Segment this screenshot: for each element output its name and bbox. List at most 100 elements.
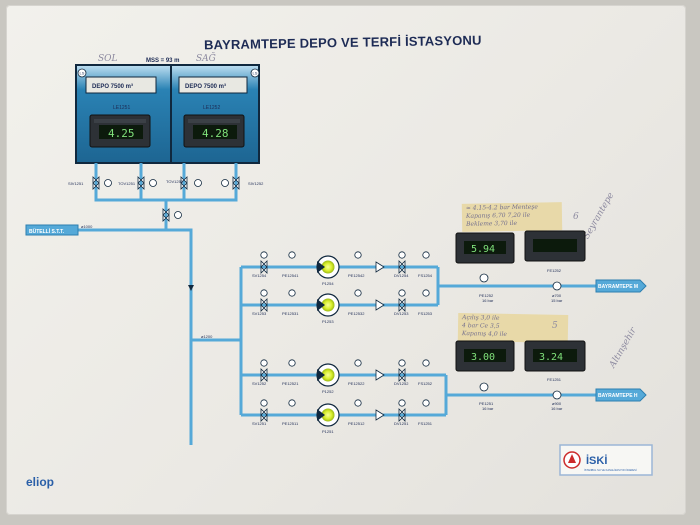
outlet-upper-flow: FE1252 (547, 268, 562, 273)
display-lower-right-value: 3.24 (539, 352, 563, 363)
outlet-upper-flow-bar: 15 bar (551, 298, 563, 303)
flow-switch-icon (422, 399, 430, 407)
outlet-lower-label: BAYRAMTEPE H (598, 393, 638, 399)
pe-in-label: PE12531 (282, 311, 299, 316)
tank-left-sensor: LE1251 (113, 105, 130, 111)
valve-icon (137, 176, 145, 190)
fs-label: FS1252 (418, 381, 433, 386)
pump-direction-icon (317, 299, 325, 311)
tank-left: DEPO 7500 m³ LE1251 (75, 64, 172, 164)
main-pipe-diameter: ø1200 (201, 334, 213, 339)
pressure-gauge-icon (479, 273, 489, 283)
pump-direction-icon (317, 409, 325, 421)
outlet-lower-flow: FE1251 (547, 377, 562, 382)
inlet-label-box (25, 224, 79, 236)
display-upper-left: 5.94 (455, 232, 515, 264)
tank-right-name: DEPO 7500 m³ (185, 83, 226, 90)
mss-label: MSS = 93 m (146, 58, 180, 64)
valve-label: SIV1252 (248, 181, 264, 186)
discharge-valve-icon (398, 368, 406, 382)
motor-icon (398, 399, 406, 407)
motor-icon (174, 211, 182, 219)
pe-out-label: PE12512 (348, 421, 365, 426)
pressure-gauge-icon (288, 399, 296, 407)
dv-label: DV1254 (394, 273, 409, 278)
pressure-gauge-icon (288, 289, 296, 297)
flow-meter-icon (552, 281, 562, 291)
flow-switch-icon (422, 359, 430, 367)
pressure-gauge-icon (288, 359, 296, 367)
pressure-gauge-icon (288, 251, 296, 259)
motor-icon (260, 289, 268, 297)
discharge-valve-icon (398, 298, 406, 312)
tank-right-display: 4.28 (183, 114, 245, 148)
display-lower-left: 3.00 (455, 340, 515, 372)
inlet-label: BÜTELLİ S.T.T. (29, 228, 65, 235)
suction-valve-icon (260, 368, 268, 382)
level-switch-right-icon (250, 68, 260, 78)
pressure-gauge-icon (354, 359, 362, 367)
valve-icon (162, 208, 170, 222)
display-lower-right: 3.24 (524, 340, 586, 372)
tank-outlet-pipes (36, 163, 243, 445)
pump-id-label: P1253 (322, 319, 334, 324)
outlet-lower-pressure: PE1251 (479, 401, 494, 406)
iski-logo-caption: İSTANBUL SU VE KANALİZASYON İDARESİ (584, 467, 637, 472)
iski-logo: İSKİ İSTANBUL SU VE KANALİZASYON İDARESİ (559, 444, 653, 476)
motor-icon (398, 359, 406, 367)
sv-label: SV1252 (252, 381, 267, 386)
motor-icon (398, 251, 406, 259)
valve-icon (92, 176, 100, 190)
level-switch-left-tag: LS (80, 71, 85, 76)
top-valves: SIV1251 TOV1251 TOV1252 SIV1252 (68, 176, 264, 222)
flow-switch-icon (422, 251, 430, 259)
pump-direction-icon (317, 261, 325, 273)
handwritten-sag: SAĞ (196, 52, 216, 64)
outlet-upper-bar: 16 bar (482, 298, 494, 303)
flow-arrow-icon (188, 285, 194, 291)
valve-label: TOV1252 (166, 179, 184, 184)
dv-label: DV1251 (394, 421, 409, 426)
outlet-upper-arrow (595, 279, 647, 293)
pe-out-label: PE12522 (348, 381, 365, 386)
tank-left-display: 4.25 (89, 114, 151, 148)
dv-label: DV1252 (394, 381, 409, 386)
sv-label: SV1251 (252, 421, 267, 426)
tank-right: DEPO 7500 m³ LE1252 (170, 64, 260, 164)
suction-valve-icon (260, 260, 268, 274)
motor-icon (104, 179, 112, 187)
handwritten-mark-5: 5 (552, 321, 558, 331)
pressure-gauge-icon (354, 251, 362, 259)
tank-right-sensor: LE1252 (203, 105, 220, 111)
tank-left-name: DEPO 7500 m³ (92, 83, 133, 90)
outlet-lower-flow-bar: 16 bar (551, 406, 563, 411)
pump-direction-icon (317, 369, 325, 381)
outlet-upper: BAYRAMTEPE M PE1252 16 bar FE1252 ø700 1… (479, 268, 647, 303)
valve-icon (180, 176, 188, 190)
display-upper-left-value: 5.94 (471, 244, 495, 255)
outlet-lower-bar: 16 bar (482, 406, 494, 411)
display-lower-left-value: 3.00 (471, 352, 495, 363)
pump-status-light-icon (321, 260, 335, 274)
handwritten-sol: SOL (98, 54, 118, 64)
pe-in-label: PE12511 (282, 421, 299, 426)
fs-label: FS1253 (418, 311, 433, 316)
level-switch-right-tag: LS (253, 71, 258, 76)
fs-label: FS1254 (418, 273, 433, 278)
pressure-gauge-icon (354, 289, 362, 297)
inlet-diameter: ø1000 (81, 224, 93, 229)
display-upper-right (524, 230, 586, 262)
check-valve-icon (375, 369, 385, 381)
outlet-lower: BAYRAMTEPE H PE1251 16 bar FE1251 ø900 1… (479, 377, 647, 411)
discharge-valve-icon (398, 408, 406, 422)
outlet-lower-flow-dia: ø900 (552, 401, 562, 406)
outlet-upper-flow-dia: ø700 (552, 293, 562, 298)
motor-icon (260, 251, 268, 259)
motor-icon (149, 179, 157, 187)
handwritten-mark-6: 6 (573, 212, 579, 222)
flow-switch-icon (422, 289, 430, 297)
